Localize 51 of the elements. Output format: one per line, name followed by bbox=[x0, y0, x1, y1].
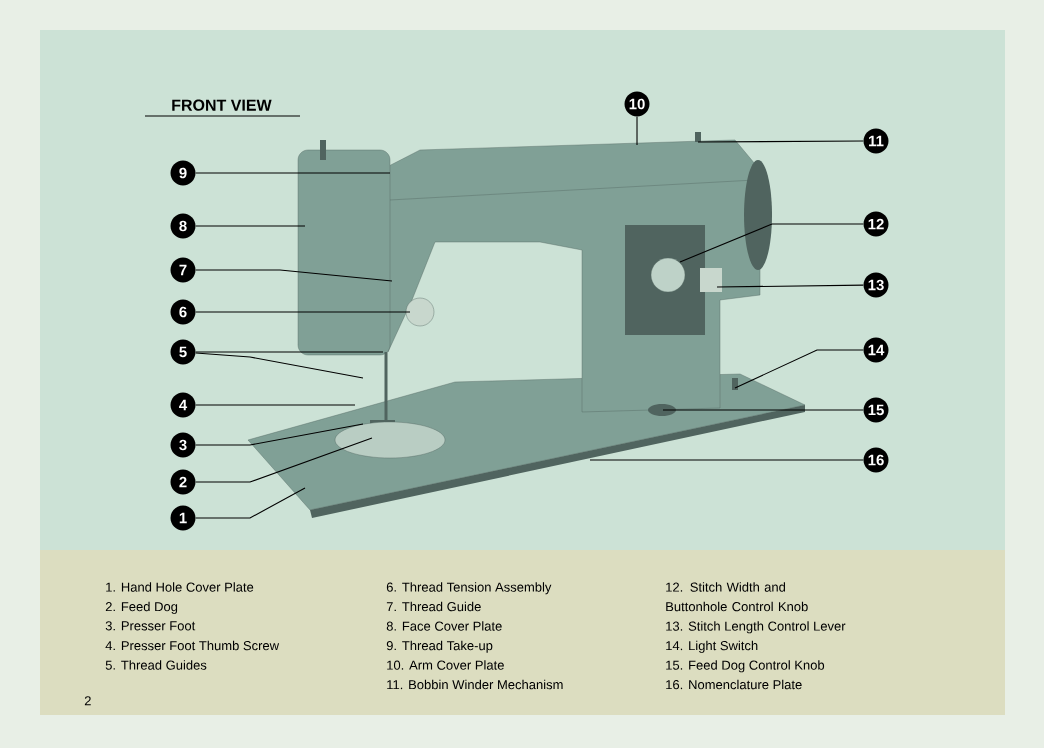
legend-item: 3. Presser Foot bbox=[105, 621, 196, 631]
leader-line bbox=[195, 437, 373, 483]
page-number: 2 bbox=[84, 696, 91, 706]
callout-number: 4 bbox=[170, 392, 196, 418]
legend-item: 7. Thread Guide bbox=[386, 601, 481, 612]
callout-number: 13 bbox=[863, 272, 889, 298]
leader-line bbox=[589, 459, 864, 461]
legend-item: 14. Light Switch bbox=[666, 640, 758, 653]
callout-number: 10 bbox=[624, 91, 650, 117]
leader-line bbox=[679, 223, 864, 263]
callout-number: 1 bbox=[170, 505, 196, 531]
leader-line bbox=[662, 409, 864, 411]
legend-item: 8. Face Cover Plate bbox=[386, 621, 502, 631]
legend-item: 4. Presser Foot Thumb Screw bbox=[105, 640, 280, 651]
leader-line bbox=[734, 349, 864, 389]
leader-line bbox=[195, 352, 364, 379]
callout-number: 2 bbox=[170, 469, 196, 495]
leader-line bbox=[195, 225, 306, 227]
leader-line bbox=[195, 351, 384, 353]
leader-line bbox=[195, 423, 364, 446]
legend-item: 15. Feed Dog Control Knob bbox=[666, 660, 825, 673]
callout-number: 16 bbox=[863, 447, 889, 473]
leader-line bbox=[195, 404, 356, 406]
legend-item: 10. Arm Cover Plate bbox=[387, 660, 504, 670]
callout-number: 8 bbox=[170, 213, 196, 239]
callout-number: 9 bbox=[170, 160, 196, 186]
leader-line bbox=[636, 116, 638, 146]
callout-number: 11 bbox=[863, 128, 889, 154]
callout-number: 6 bbox=[170, 299, 196, 325]
callout-number: 12 bbox=[863, 211, 889, 237]
legend-item: 6. Thread Tension Assembly bbox=[386, 582, 552, 595]
callout-number: 5 bbox=[170, 339, 196, 365]
callout-number: 14 bbox=[863, 337, 889, 363]
leader-line bbox=[195, 172, 391, 174]
legend-item: 12. Stitch Width and Buttonhole Control Knob bbox=[666, 582, 808, 612]
leader-line bbox=[716, 284, 864, 288]
leader-line bbox=[195, 311, 411, 313]
legend-item: 13. Stitch Length Control Lever bbox=[666, 621, 846, 634]
legend-item: 11. Bobbin Winder Mechanism bbox=[387, 679, 563, 690]
legend-item: 16. Nomenclature Plate bbox=[666, 679, 802, 690]
legend-item: 9. Thread Take-up bbox=[386, 640, 493, 653]
title: FRONT VIEW bbox=[172, 99, 272, 111]
legend-item: 2. Feed Dog bbox=[105, 601, 178, 614]
leader-line bbox=[697, 140, 864, 143]
callout-number: 3 bbox=[170, 432, 196, 458]
legend-item: 1. Hand Hole Cover Plate bbox=[106, 582, 254, 592]
legend-item: 5. Thread Guides bbox=[105, 660, 207, 670]
leader-line bbox=[195, 487, 306, 519]
leader-line bbox=[195, 269, 393, 282]
callout-number: 7 bbox=[170, 257, 196, 283]
callout-number: 15 bbox=[863, 397, 889, 423]
